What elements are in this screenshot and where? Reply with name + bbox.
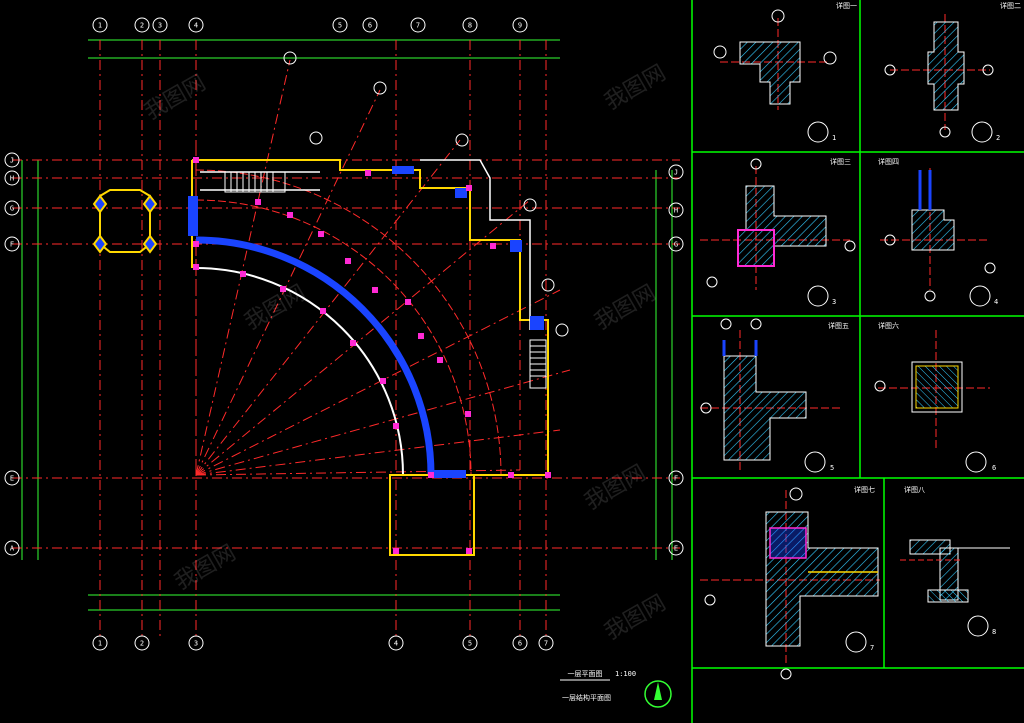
axis-label-top-4: 4: [194, 22, 198, 30]
detail-6-label: 详图六: [878, 321, 899, 330]
axis-label-top-6: 6: [368, 22, 372, 30]
axis-bubbles-bottom: [92, 635, 554, 651]
detail-4-number: 4: [994, 298, 998, 306]
detail-7: 详图七 7: [700, 485, 880, 680]
curved-walls: [195, 169, 502, 476]
axis-bubbles-right: [668, 164, 684, 556]
north-arrow-pointer-icon: [654, 682, 662, 700]
detail-2-label: 详图二: [1000, 1, 1021, 10]
detail-1-number: 1: [832, 134, 836, 142]
detail-8-number: 8: [992, 628, 996, 636]
detail-3: 详图三 3: [700, 157, 856, 307]
column-markers: [193, 157, 551, 554]
axis-label-left-H: H: [10, 175, 14, 183]
detail-7-label: 详图七: [854, 485, 875, 494]
detail-5-label: 详图五: [828, 321, 849, 330]
axis-bubbles-left: [4, 152, 20, 556]
axis-label-bottom-2: 2: [140, 640, 144, 648]
axis-labels-bottom: 1 2 3 4 5 6 7: [98, 640, 548, 648]
axis-label-bottom-6: 6: [518, 640, 522, 648]
axis-label-top-5: 5: [338, 22, 342, 30]
detail-1: 详图一 1: [713, 1, 857, 143]
axis-label-top-8: 8: [468, 22, 472, 30]
axis-label-top-3: 3: [158, 22, 162, 30]
svg-text:我图网: 我图网: [141, 71, 211, 126]
plan-subtitle: 一层结构平面图: [562, 693, 611, 702]
axis-label-top-9: 9: [518, 22, 522, 30]
detail-5-number: 5: [830, 464, 834, 472]
axis-bubbles-top: [92, 17, 528, 33]
detail-1-label: 详图一: [836, 1, 857, 10]
axis-label-bottom-4: 4: [394, 640, 398, 648]
svg-text:我图网: 我图网: [591, 281, 661, 336]
detail-3-label: 详图三: [830, 157, 851, 166]
axis-label-right-H: H: [674, 207, 678, 215]
axis-label-right-F: F: [674, 475, 678, 483]
detail-3-number: 3: [832, 298, 836, 306]
axis-label-right-G: G: [674, 241, 678, 249]
axis-labels-right: J H G F E: [674, 169, 678, 553]
axis-label-top-7: 7: [416, 22, 420, 30]
grid-axes: [12, 40, 680, 640]
radial-axes: [195, 59, 571, 476]
svg-text:我图网: 我图网: [601, 591, 671, 646]
svg-text:我图网: 我图网: [601, 61, 671, 116]
axis-labels-left: J H G F E A: [10, 157, 15, 553]
watermark: 我图网 我图网 我图网 我图网 我图网 我图网 我图网: [141, 61, 671, 646]
detail-5: 详图五 5: [700, 318, 849, 473]
floor-plan: 1 2 3 4 5 6 7 8 9 J H G F E A 1 2 3 4 5 6 7 J H G F E 一层平面图 1:1…: [4, 17, 684, 708]
detail-7-number: 7: [870, 644, 874, 652]
axis-label-left-A: A: [10, 545, 15, 553]
plan-title: 一层平面图: [568, 670, 603, 678]
detail-2: 详图二 2: [884, 1, 1021, 143]
axis-label-left-G: G: [10, 205, 14, 213]
svg-text:我图网: 我图网: [581, 461, 651, 516]
plan-scale: 1:100: [615, 670, 636, 678]
axis-label-top-1: 1: [98, 22, 102, 30]
dimension-lines: [21, 39, 673, 611]
detail-4: 详图四 4: [878, 157, 998, 307]
svg-text:我图网: 我图网: [171, 541, 241, 596]
svg-text:我图网: 我图网: [241, 281, 311, 336]
axis-label-bottom-1: 1: [98, 640, 102, 648]
axis-label-right-J: J: [674, 169, 678, 177]
axis-label-bottom-7: 7: [544, 640, 548, 648]
pavilion: [92, 189, 158, 254]
stair-symbol: [224, 171, 547, 389]
axis-label-left-F: F: [10, 241, 14, 249]
detail-6: 详图六 6: [874, 321, 996, 473]
axis-label-right-E: E: [674, 545, 678, 553]
axis-bubbles-radial: [283, 51, 569, 337]
axis-label-bottom-5: 5: [468, 640, 472, 648]
detail-2-number: 2: [996, 134, 1000, 142]
axis-label-left-J: J: [10, 157, 14, 165]
columns: [188, 166, 544, 478]
detail-6-number: 6: [992, 464, 996, 472]
axis-label-left-E: E: [10, 475, 14, 483]
north-arrow-icon: [644, 680, 672, 708]
sheet-frame: [691, 0, 1024, 723]
detail-8-label: 详图八: [904, 485, 925, 494]
axis-label-bottom-3: 3: [194, 640, 198, 648]
axis-labels-top: 1 2 3 4 5 6 7 8 9: [98, 22, 522, 30]
axis-label-top-2: 2: [140, 22, 144, 30]
detail-8: 详图八 8: [900, 485, 1010, 637]
detail-4-label: 详图四: [878, 157, 899, 166]
